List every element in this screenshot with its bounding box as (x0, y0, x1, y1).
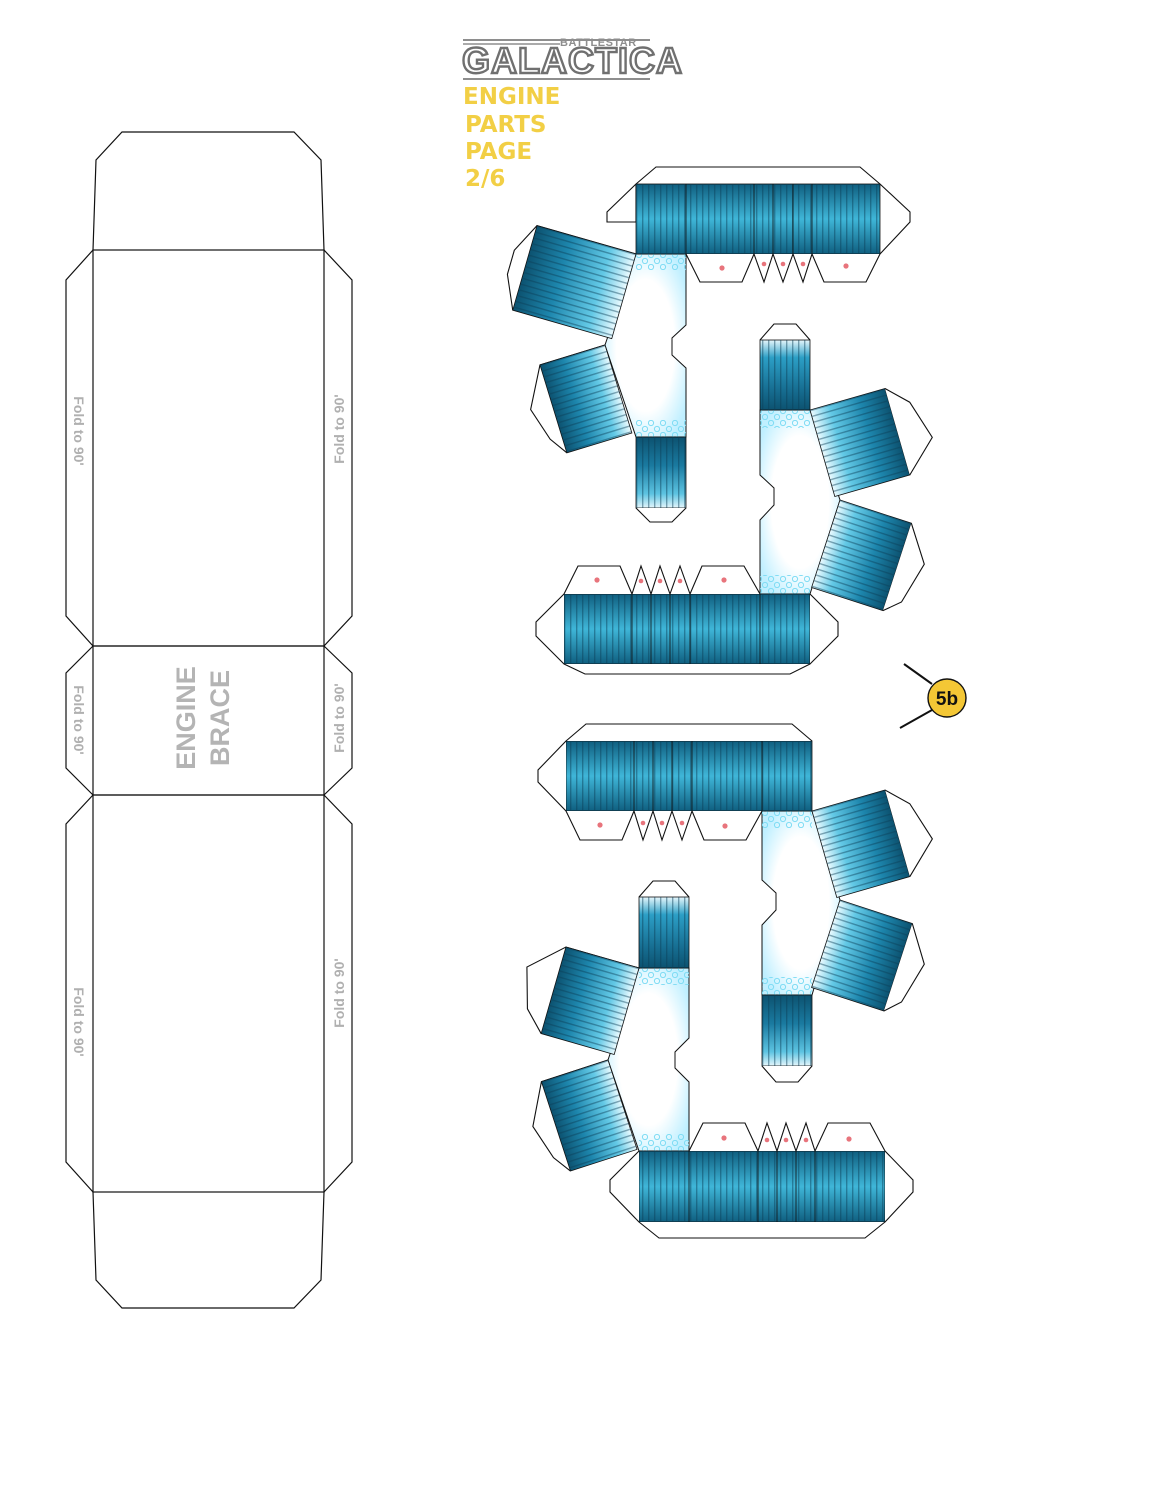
logo-top-text: BATTLESTAR (560, 37, 637, 49)
engine-brace-net: Fold to 90' Fold to 90' Fold to 90' Fold… (65, 131, 353, 1309)
title-line-2: PARTS (465, 112, 546, 138)
logo-main-text: GALACTICA (462, 40, 683, 81)
galactica-logo: BATTLESTAR GALACTICA (461, 37, 683, 82)
fold-label-right-middle: Fold to 90' (331, 683, 347, 752)
page-title: ENGINE PARTS PAGE 2/6 (463, 84, 560, 192)
engine-part-upper-left (506, 166, 911, 523)
fold-label-right-upper: Fold to 90' (331, 394, 347, 463)
fold-label-right-lower: Fold to 90' (331, 958, 347, 1027)
brace-label-line-1: ENGINE (171, 666, 201, 770)
fold-label-left-upper: Fold to 90' (71, 396, 87, 465)
engine-part-upper-right (535, 323, 933, 675)
part-badge-5b: 5b (899, 663, 967, 729)
engine-part-lower-left (526, 880, 914, 1239)
fold-label-left-lower: Fold to 90' (71, 987, 87, 1056)
fold-label-left-middle: Fold to 90' (71, 685, 87, 754)
brace-label-line-2: BRACE (205, 670, 235, 766)
title-line-4: 2/6 (465, 166, 505, 192)
engine-part-lower-right (537, 723, 934, 1083)
badge-label: 5b (936, 689, 958, 710)
title-line-1: ENGINE (463, 84, 560, 110)
title-line-3: PAGE (465, 139, 532, 165)
